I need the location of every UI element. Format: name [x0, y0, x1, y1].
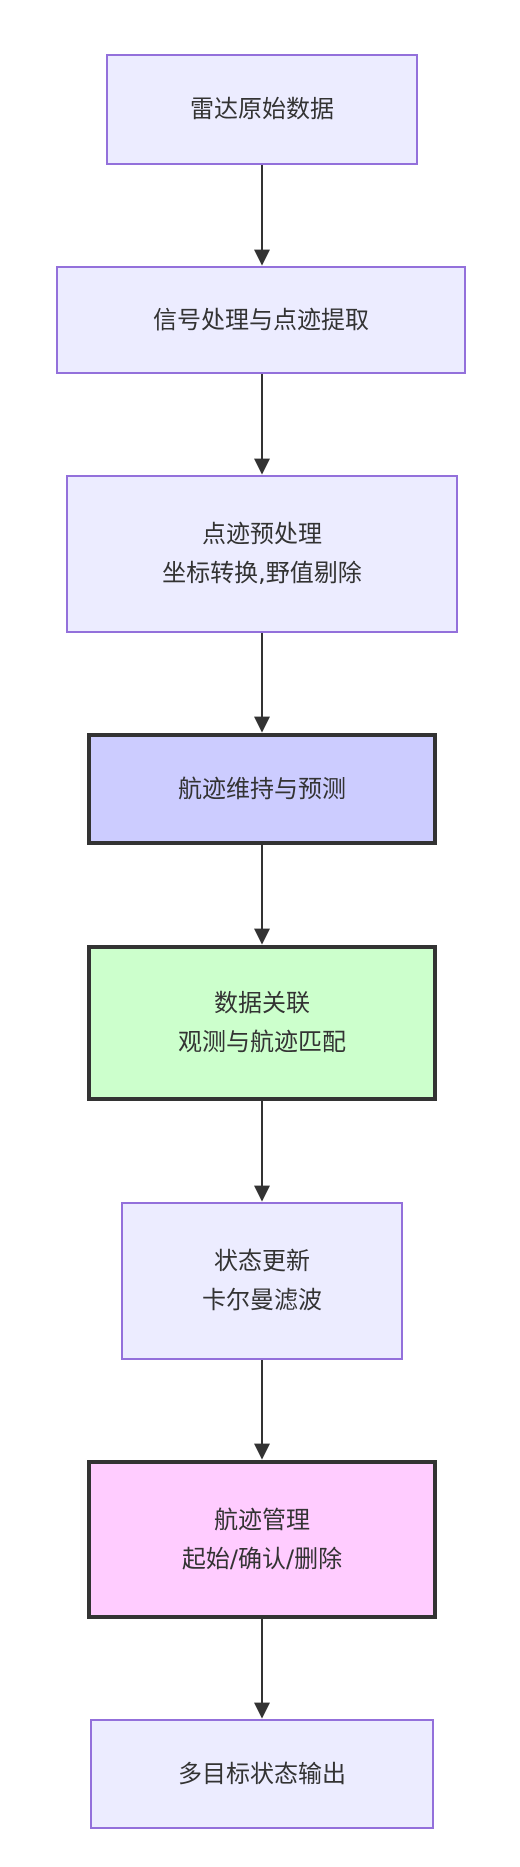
- node-title: 点迹预处理: [202, 520, 322, 548]
- node-detail: 坐标转换,野值剔除: [162, 559, 362, 587]
- node-detail: 卡尔曼滤波: [202, 1286, 322, 1314]
- node-label: 雷达原始数据: [190, 95, 334, 123]
- node-track-management: 航迹管理 起始/确认/删除: [87, 1460, 437, 1619]
- node-data-association: 数据关联 观测与航迹匹配: [87, 945, 437, 1101]
- node-label: 多目标状态输出: [178, 1759, 346, 1788]
- node-detail: 观测与航迹匹配: [178, 1028, 346, 1056]
- node-title: 数据关联: [214, 989, 310, 1017]
- node-state-update: 状态更新 卡尔曼滤波: [121, 1202, 403, 1360]
- node-plot-preprocessing: 点迹预处理 坐标转换,野值剔除: [66, 475, 458, 633]
- node-label: 信号处理与点迹提取: [153, 305, 369, 334]
- node-radar-raw-data: 雷达原始数据: [106, 54, 418, 165]
- node-multi-target-output: 多目标状态输出: [90, 1719, 434, 1829]
- node-label: 航迹维持与预测: [178, 774, 346, 803]
- node-detail: 起始/确认/删除: [181, 1544, 343, 1573]
- node-signal-processing: 信号处理与点迹提取: [56, 266, 466, 374]
- node-title: 航迹管理: [214, 1505, 310, 1534]
- node-track-maintenance: 航迹维持与预测: [87, 733, 437, 845]
- node-title: 状态更新: [214, 1247, 310, 1275]
